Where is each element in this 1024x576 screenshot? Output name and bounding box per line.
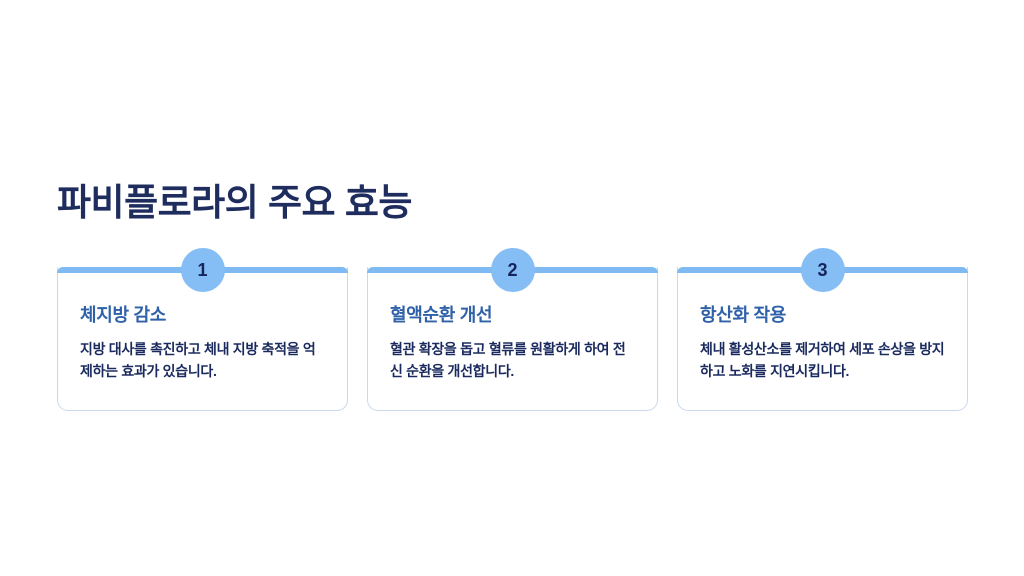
card-content: 혈액순환 개선 혈관 확장을 돕고 혈류를 원활하게 하여 전신 순환을 개선합… — [368, 273, 657, 383]
benefit-card[interactable]: 1 체지방 감소 지방 대사를 촉진하고 체내 지방 축적을 억제하는 효과가 … — [57, 248, 348, 411]
benefit-card-row: 1 체지방 감소 지방 대사를 촉진하고 체내 지방 축적을 억제하는 효과가 … — [57, 248, 968, 411]
benefit-card[interactable]: 2 혈액순환 개선 혈관 확장을 돕고 혈류를 원활하게 하여 전신 순환을 개… — [367, 248, 658, 411]
card-heading: 항산화 작용 — [700, 305, 787, 325]
page-title: 파비플로라의 주요 효능 — [57, 181, 412, 223]
card-number-badge: 2 — [490, 248, 535, 292]
card-heading: 혈액순환 개선 — [390, 305, 493, 325]
card-heading: 체지방 감소 — [80, 305, 167, 325]
benefit-card[interactable]: 3 항산화 작용 체내 활성산소를 제거하여 세포 손상을 방지하고 노화를 지… — [677, 248, 968, 411]
card-description: 지방 대사를 촉진하고 체내 지방 축적을 억제하는 효과가 있습니다. — [80, 340, 316, 380]
card-description: 혈관 확장을 돕고 혈류를 원활하게 하여 전신 순환을 개선합니다. — [390, 340, 626, 380]
card-description: 체내 활성산소를 제거하여 세포 손상을 방지하고 노화를 지연시킵니다. — [700, 340, 945, 380]
card-content: 항산화 작용 체내 활성산소를 제거하여 세포 손상을 방지하고 노화를 지연시… — [678, 273, 967, 383]
card-content: 체지방 감소 지방 대사를 촉진하고 체내 지방 축적을 억제하는 효과가 있습… — [58, 273, 347, 383]
card-number-badge: 1 — [180, 248, 225, 292]
card-number-badge: 3 — [800, 248, 845, 292]
